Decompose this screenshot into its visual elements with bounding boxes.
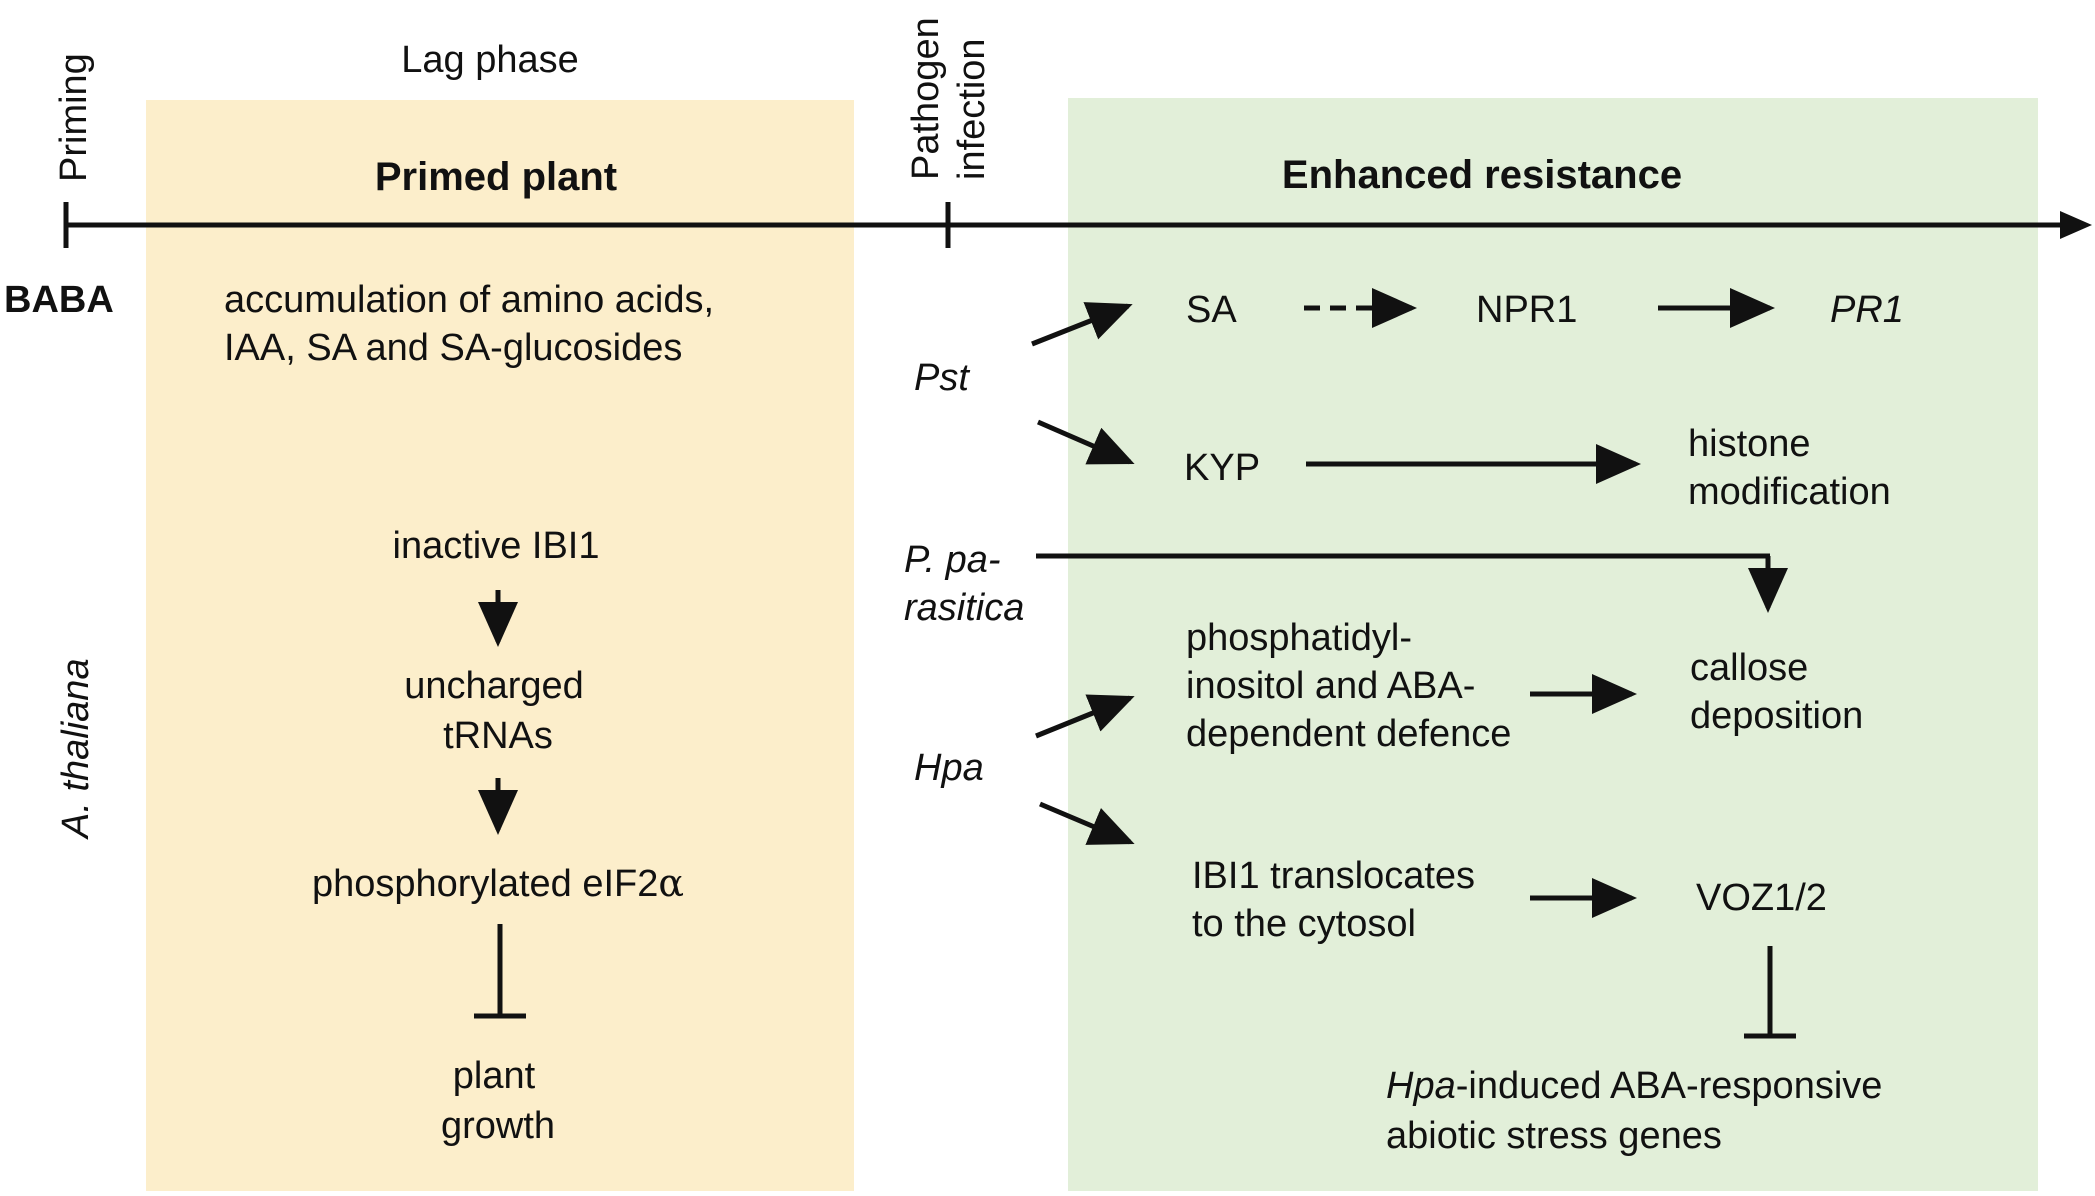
phospha-line2: inositol and ABA- bbox=[1186, 665, 1475, 707]
accumulation-line2: IAA, SA and SA-glucosides bbox=[224, 327, 682, 369]
callose-line1: callose bbox=[1690, 647, 1808, 689]
species-label: A. thaliana bbox=[55, 658, 97, 840]
uncharged-line2: tRNAs bbox=[443, 715, 553, 757]
phosphorylated-prefix: phosphorylated eIF2 bbox=[312, 863, 658, 905]
lag-phase-label: Lag phase bbox=[401, 39, 579, 81]
phospha-line3: dependent defence bbox=[1186, 713, 1511, 755]
primed-plant-title: Primed plant bbox=[375, 155, 617, 199]
timeline-arrowhead bbox=[2060, 211, 2092, 239]
growth-line1: plant bbox=[453, 1055, 536, 1097]
enhanced-resistance-panel bbox=[1068, 98, 2038, 1191]
callose-line2: deposition bbox=[1690, 695, 1863, 737]
node-npr1: NPR1 bbox=[1476, 289, 1577, 331]
arrow-hpa-to-phospha bbox=[1035, 694, 1135, 739]
histone-line2: modification bbox=[1688, 471, 1891, 513]
genes-line2: abiotic stress genes bbox=[1386, 1115, 1722, 1157]
uncharged-line1: uncharged bbox=[404, 665, 584, 707]
accumulation-line1: accumulation of amino acids, bbox=[224, 279, 714, 321]
pathogen-pst: Pst bbox=[914, 357, 970, 399]
ibi1-line1: IBI1 translocates bbox=[1192, 855, 1475, 897]
enhanced-resistance-title: Enhanced resistance bbox=[1282, 153, 1682, 197]
priming-label: Priming bbox=[53, 53, 95, 182]
histone-line1: histone bbox=[1688, 423, 1811, 465]
growth-line2: growth bbox=[441, 1105, 555, 1147]
baba-label: BABA bbox=[4, 279, 114, 321]
genes-line1: Hpa-induced ABA-responsive bbox=[1386, 1065, 1882, 1107]
genes-hpa-italic: Hpa bbox=[1386, 1065, 1456, 1107]
arrow-pst-to-sa bbox=[1031, 302, 1133, 347]
arrow-hpa-to-ibi1 bbox=[1039, 801, 1135, 845]
phospha-line1: phosphatidyl- bbox=[1186, 617, 1412, 659]
node-kyp: KYP bbox=[1184, 447, 1260, 489]
primed-plant-panel bbox=[146, 100, 854, 1191]
pathogen-pparasitica-line1: P. pa- bbox=[904, 539, 1000, 581]
pathogen-hpa: Hpa bbox=[914, 747, 984, 789]
ibi1-line2: to the cytosol bbox=[1192, 903, 1416, 945]
alpha-symbol: α bbox=[658, 861, 684, 905]
phosphorylated-eif2a: phosphorylated eIF2α bbox=[312, 861, 684, 905]
node-pr1: PR1 bbox=[1830, 289, 1904, 331]
pathogen-pparasitica-line2: rasitica bbox=[904, 587, 1024, 629]
genes-line1-rest: -induced ABA-responsive bbox=[1456, 1065, 1883, 1107]
pathogen-label-line2: infection bbox=[951, 38, 993, 180]
inactive-ibi1: inactive IBI1 bbox=[393, 525, 600, 567]
node-voz: VOZ1/2 bbox=[1696, 877, 1827, 919]
arrow-pst-to-kyp bbox=[1037, 419, 1135, 465]
pathogen-label-line1: Pathogen bbox=[905, 17, 947, 180]
node-sa: SA bbox=[1186, 289, 1237, 331]
